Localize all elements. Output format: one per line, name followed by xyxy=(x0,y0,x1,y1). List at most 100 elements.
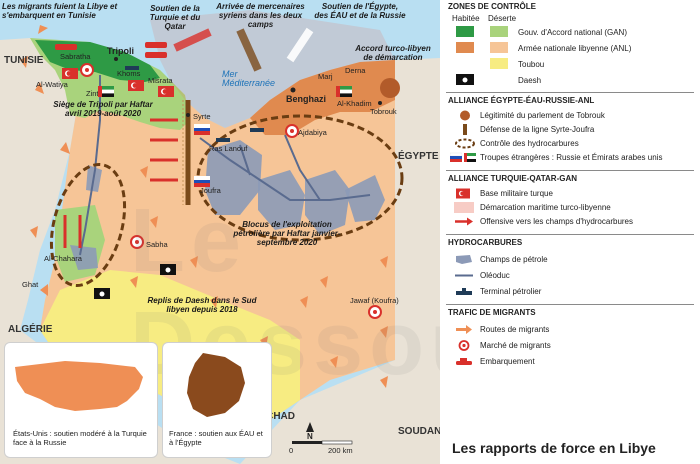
migrant-markets xyxy=(80,63,382,319)
swatch-toubou xyxy=(490,58,508,69)
legend-divider-1 xyxy=(446,92,694,93)
pipeline-ras-lanouf xyxy=(239,144,251,176)
legend-terminal: Terminal pétrolier xyxy=(480,287,542,296)
scale-bar-black xyxy=(292,441,322,444)
legend-trafic-title: TRAFIC DE MIGRANTS xyxy=(448,308,536,317)
label-soudan: SOUDAN xyxy=(398,426,440,437)
city-syrte: Syrte xyxy=(193,112,211,121)
usa-shape xyxy=(15,361,143,411)
legend-offensive: Offensive vers les champs d'hydrocarbure… xyxy=(480,217,634,226)
tobrouk-legitimacy-marker xyxy=(380,78,400,98)
uae-flag-icon xyxy=(464,153,476,162)
city-tripoli: Tripoli xyxy=(107,46,134,56)
legend-gan: Gouv. d'Accord national (GAN) xyxy=(518,28,627,37)
legitimacy-icon xyxy=(460,110,470,121)
legend-hydro-title: HYDROCARBURES xyxy=(448,238,523,247)
flag-turkey-tripoli xyxy=(128,80,144,91)
oil-field-sharara xyxy=(70,245,98,270)
land-tunisia-algeria xyxy=(0,38,80,330)
scale-bar-white xyxy=(321,440,353,445)
north-arrow xyxy=(306,422,314,432)
pipeline-west xyxy=(79,75,101,256)
legend-embarquement: Embarquement xyxy=(480,357,535,366)
russia-flag-icon xyxy=(450,152,462,162)
swatch-demarcation xyxy=(454,202,474,213)
turkey-flag-icon xyxy=(456,188,470,199)
offensive-arrow-icon xyxy=(455,217,473,226)
flag-russia-joufra xyxy=(194,176,210,187)
terminal-icon xyxy=(456,288,472,295)
legend-champs: Champs de pétrole xyxy=(480,255,548,264)
legend-routes: Routes de migrants xyxy=(480,325,550,334)
city-al-khadim: Al-Khadim xyxy=(337,99,372,108)
flag-turkey-misrata xyxy=(158,86,174,97)
offensive-arrows xyxy=(63,118,178,248)
city-tobrouk: Tobrouk xyxy=(370,107,397,116)
legend-divider-2 xyxy=(446,170,694,171)
oil-field-icon xyxy=(456,255,472,264)
callout-siege-tripoli: Siège de Tripoli par Haftar avril 2019-a… xyxy=(53,100,153,118)
flag-russia-syrte xyxy=(194,124,210,135)
city-ghat: Ghat xyxy=(22,280,39,289)
inset-france: France : soutien aux ÉAU et à l'Égypte xyxy=(162,342,272,458)
migrant-market-icon xyxy=(458,340,470,351)
flag-turkey-watiya xyxy=(62,68,78,79)
daesh-flag-south xyxy=(94,288,110,299)
label-sea: Mer Méditerranée xyxy=(222,69,276,88)
oil-field-central xyxy=(258,170,305,230)
city-ajdabiya: Ajdabiya xyxy=(298,128,327,137)
city-jawaf: Jawaf (Koufra) xyxy=(350,296,399,305)
turkey-support-arrow xyxy=(173,28,212,52)
swatch-gan-inhabited xyxy=(456,26,474,37)
legend-troupes: Troupes étrangères : Russie et Émirats a… xyxy=(480,153,663,162)
scale-distance: 200 km xyxy=(328,446,353,455)
label-egypte: ÉGYPTE xyxy=(398,151,439,162)
inset-france-caption: France : soutien aux ÉAU et à l'Égypte xyxy=(169,429,263,447)
legend-habitee-label: Habitée xyxy=(452,14,480,23)
city-misrata: Misrata xyxy=(148,76,173,85)
oil-field-sarir xyxy=(345,175,385,222)
city-al-chahara: Al-Chahara xyxy=(44,254,82,263)
oil-terminals xyxy=(125,66,264,142)
page-title: Les rapports de force en Libye xyxy=(452,440,656,456)
legend-panel: ZONES DE CONTRÔLE Habitée Déserte Gouv. … xyxy=(446,0,700,464)
legend-oleoduc: Oléoduc xyxy=(480,271,510,280)
zone-gan-inhabited xyxy=(35,40,160,82)
city-khoms: Khoms xyxy=(117,69,141,78)
callout-migrants-tunisia: Les migrants fuient la Libye et s'embarq… xyxy=(2,2,118,20)
oil-field-sirte-basin xyxy=(205,140,262,215)
egypt-support-arrow xyxy=(286,27,314,63)
flag-uae-zintan xyxy=(98,86,114,97)
france-shape xyxy=(187,353,245,417)
city-al-watiya: Al-Watiya xyxy=(36,80,68,89)
city-benghazi: Benghazi xyxy=(286,94,327,104)
hydro-control-icon xyxy=(455,138,475,149)
inset-usa: États-Unis : soutien modéré à la Turquie… xyxy=(4,342,158,458)
daesh-flag-icon xyxy=(456,74,474,85)
hydro-control-ellipse-west xyxy=(49,162,127,288)
legend-zones-title: ZONES DE CONTRÔLE xyxy=(448,2,537,11)
pipeline-east xyxy=(199,137,371,201)
label-tunisie: TUNISIE xyxy=(4,55,44,66)
city-sabha: Sabha xyxy=(146,240,168,249)
boat-icon xyxy=(456,358,472,365)
callout-mercenaires: Arrivée de mercenaires syriens dans les … xyxy=(216,2,305,29)
legend-alliance-turquie-title: ALLIANCE TURQUIE-QATAR-GAN xyxy=(448,174,578,183)
city-marj: Marj xyxy=(318,72,333,81)
legend-defense-ligne: Défense de la ligne Syrte-Joufra xyxy=(480,125,595,134)
defense-line-icon xyxy=(463,124,467,135)
city-ras-lanouf: Ras Lanouf xyxy=(209,144,248,153)
callout-blocus: Blocus de l'exploitation pétrolière par … xyxy=(233,220,341,247)
scale-north: N xyxy=(307,432,313,441)
swatch-anl-desert xyxy=(490,42,508,53)
map-area: Le Dessous TUNISIE ALGÉRIE ÉGYPTE TCHAD … xyxy=(0,0,440,464)
legend-toubou: Toubou xyxy=(518,60,545,69)
callout-soutien-egypte: Soutien de l'Égypte, des ÉAU et de la Ru… xyxy=(314,2,406,20)
legend-divider-4 xyxy=(446,304,694,305)
flag-uae-al-khadim xyxy=(336,86,352,97)
city-sabratha: Sabratha xyxy=(60,52,91,61)
scale-zero: 0 xyxy=(289,446,294,455)
callout-accord: Accord turco-libyen de démarcation xyxy=(355,44,431,62)
boats xyxy=(55,42,167,58)
legend-deserte-label: Déserte xyxy=(488,14,517,23)
